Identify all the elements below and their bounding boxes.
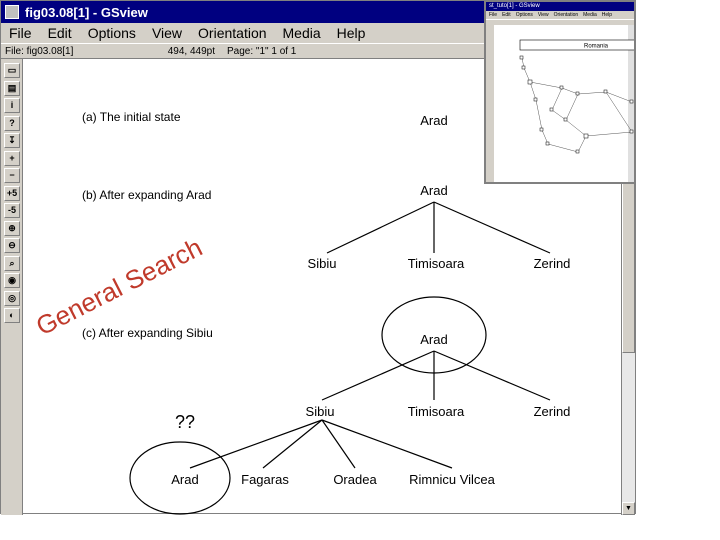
section-c-label: (c) After expanding Sibiu	[82, 326, 213, 340]
tree-c-edges	[189, 350, 551, 469]
go-to-page-icon[interactable]: ↧	[4, 133, 20, 148]
inset-menu-file[interactable]: File	[489, 12, 498, 18]
toolbar: ▭ ▤ i? ↧ + − +5 -5 ⊕ ⊖ ⌕ ◉ ◎ ◐	[1, 59, 23, 515]
skip-forward-5-icon[interactable]: +5	[4, 185, 20, 201]
inset-menu-help[interactable]: Help	[601, 12, 613, 18]
tree-b-child-sibiu: Sibiu	[308, 256, 337, 271]
status-file: File: fig03.08[1]	[5, 45, 74, 57]
tree-c-root: Arad	[420, 332, 447, 347]
tree-b-child-timisoara: Timisoara	[408, 256, 465, 271]
menu-file[interactable]: File	[9, 25, 32, 41]
previous-page-icon[interactable]: −	[4, 168, 20, 183]
inset-map-cities	[519, 55, 634, 154]
inset-gsview-window: st_tuto[1] - GSview File Edit Options Vi…	[484, 0, 636, 184]
inset-menu-edit[interactable]: Edit	[502, 12, 511, 18]
inset-caption-box	[519, 39, 634, 51]
menu-options[interactable]: Options	[87, 25, 136, 41]
inset-menu-bar: File Edit Options View Orientation Media…	[486, 11, 634, 19]
tree-b-child-zerind: Zerind	[534, 256, 571, 271]
app-icon	[5, 5, 19, 19]
open-folder-icon[interactable]: ▭	[4, 63, 20, 78]
print-icon[interactable]: ▤	[4, 80, 20, 96]
tree-c-grandchild-rimnicu-vilcea: Rimnicu Vilcea	[409, 472, 496, 487]
highlight-circle-repeated-arad	[129, 441, 231, 515]
tree-c-child-zerind: Zerind	[534, 404, 571, 419]
tree-c-grandchild-fagaras: Fagaras	[241, 472, 289, 487]
tree-c-grandchild-oradea: Oradea	[333, 472, 377, 487]
inset-romania-map: Romania	[519, 39, 634, 154]
inset-menu-options[interactable]: Options	[515, 12, 533, 18]
info-icon[interactable]: i	[4, 98, 20, 113]
inset-menu-orientation[interactable]: Orientation	[553, 12, 579, 18]
menu-view[interactable]: View	[151, 25, 183, 41]
status-position: 494, 449pt	[167, 45, 215, 57]
question-marks: ??	[175, 412, 195, 432]
zoom-in-icon[interactable]: ⊕	[4, 220, 20, 236]
zoom-out-icon[interactable]: ⊖	[4, 238, 20, 253]
tree-b-edges	[326, 201, 551, 254]
next-page-icon[interactable]: +	[4, 150, 20, 166]
inset-title-bar: st_tuto[1] - GSview	[486, 2, 634, 11]
status-page: Page: "1" 1 of 1	[227, 45, 297, 57]
inset-map-roads	[521, 57, 633, 153]
highlight-circle-arad	[381, 296, 487, 374]
tree-c-child-sibiu: Sibiu	[306, 404, 335, 419]
view-icon[interactable]: ◉	[4, 273, 20, 288]
tree-c-grandchild-arad: Arad	[171, 472, 198, 487]
inset-toolbar	[486, 25, 494, 182]
find-icon[interactable]: ⌕	[4, 255, 20, 271]
inset-status-bar	[486, 19, 634, 25]
title-bar: fig03.08[1] - GSview	[1, 1, 635, 23]
general-search-overlay: General Search	[31, 232, 207, 341]
status-bar: File: fig03.08[1] 494, 449pt Page: "1" 1…	[1, 43, 635, 59]
menu-bar: File Edit Options View Orientation Media…	[1, 23, 635, 43]
menu-edit[interactable]: Edit	[47, 25, 72, 41]
inset-scrollbar[interactable]	[628, 25, 634, 182]
skip-back-5-icon[interactable]: -5	[4, 203, 20, 218]
tree-a-root: Arad	[420, 113, 447, 128]
scroll-down-arrow-icon[interactable]: ▼	[622, 502, 635, 515]
inset-menu-media[interactable]: Media	[583, 12, 597, 18]
menu-help[interactable]: Help	[336, 25, 366, 41]
menu-orientation[interactable]: Orientation	[198, 25, 267, 41]
menu-media[interactable]: Media	[282, 25, 321, 41]
eye-icon[interactable]: ◐	[4, 308, 20, 323]
inset-caption: Romania	[584, 44, 609, 50]
window-title: fig03.08[1] - GSview	[25, 4, 148, 20]
inset-menu-view[interactable]: View	[537, 12, 549, 18]
section-a-label: (a) The initial state	[82, 110, 181, 124]
section-b-label: (b) After expanding Arad	[82, 188, 211, 202]
tree-c-child-timisoara: Timisoara	[408, 404, 465, 419]
view-alt-icon[interactable]: ◎	[4, 290, 20, 306]
tree-b-root: Arad	[420, 183, 447, 198]
help-icon[interactable]: ?	[4, 115, 20, 131]
